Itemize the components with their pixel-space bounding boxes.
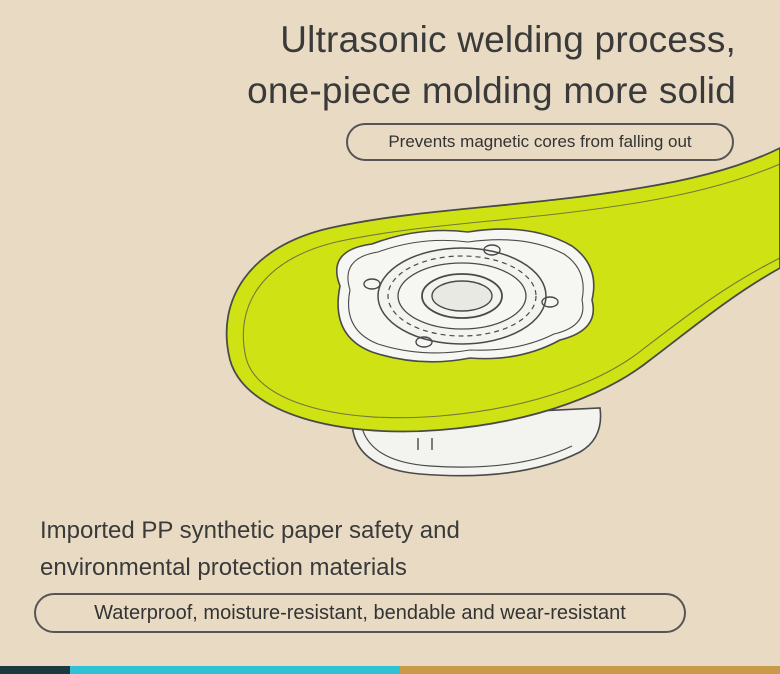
material-line-2: environmental protection materials	[40, 554, 407, 581]
magnet-plate	[335, 228, 595, 363]
footer-strip	[0, 666, 780, 674]
title-line-1: Ultrasonic welding process,	[280, 19, 736, 60]
page-title: Ultrasonic welding process, one-piece mo…	[247, 14, 736, 116]
feature-badge-bottom: Waterproof, moisture-resistant, bendable…	[34, 593, 686, 633]
feature-badge-top-label: Prevents magnetic cores from falling out	[388, 132, 692, 151]
footer-strip-cyan	[70, 666, 400, 674]
material-description: Imported PP synthetic paper safety and e…	[40, 512, 460, 586]
feature-badge-bottom-label: Waterproof, moisture-resistant, bendable…	[94, 601, 626, 624]
footer-strip-gold	[400, 666, 780, 674]
feature-badge-top: Prevents magnetic cores from falling out	[346, 123, 734, 161]
footer-strip-dark	[0, 666, 70, 674]
title-line-2: one-piece molding more solid	[247, 70, 736, 111]
material-line-1: Imported PP synthetic paper safety and	[40, 517, 460, 544]
